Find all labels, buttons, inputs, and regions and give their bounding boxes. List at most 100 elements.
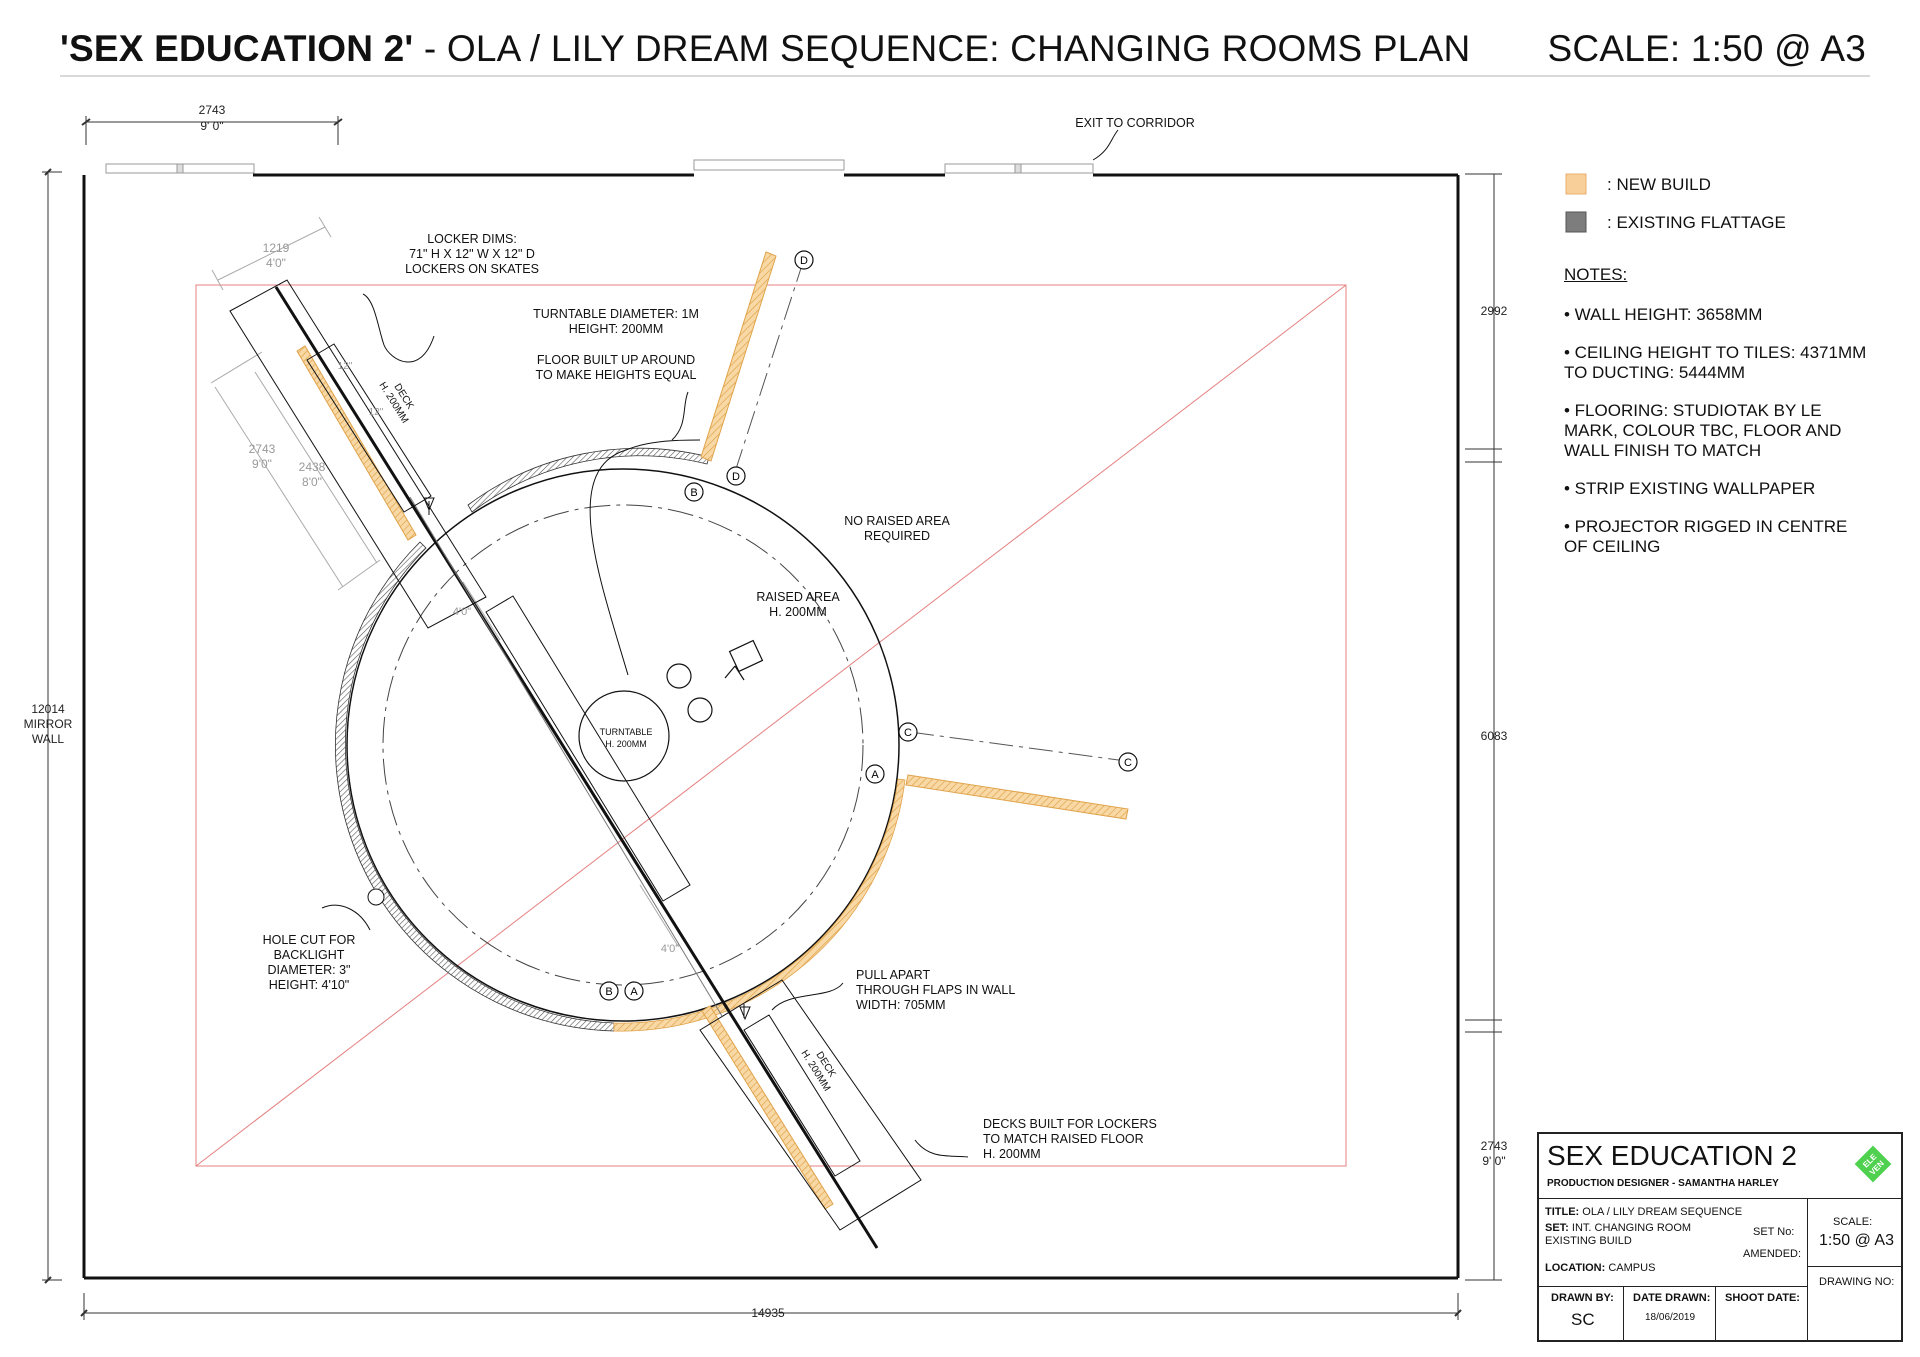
- set-value-2: EXISTING BUILD: [1545, 1235, 1632, 1247]
- turntable-diameter-line-1: TURNTABLE DIAMETER: 1M: [533, 307, 699, 321]
- set-label: SET:: [1545, 1222, 1569, 1234]
- existing-flattage-swatch: [1565, 211, 1587, 233]
- dim-right-bottom-ft: 9' 0": [1482, 1154, 1505, 1168]
- marker-label: A: [630, 986, 638, 998]
- scale-value: 1:50 @ A3: [1819, 1232, 1894, 1249]
- locker-dims-line-1: LOCKER DIMS:: [427, 232, 517, 246]
- new-build-swatch: [1565, 173, 1587, 195]
- dim-locker-width-ft: 4'0": [266, 256, 286, 270]
- dim-top-ft: 9' 0": [200, 119, 223, 133]
- turntable: [578, 690, 670, 782]
- title-value: OLA / LILY DREAM SEQUENCE: [1582, 1206, 1743, 1218]
- legend-existing-flattage: : EXISTING FLATTAGE: [1607, 213, 1786, 232]
- dim-deck-length-mm: 2743: [249, 442, 276, 456]
- dim-wall-gap-a: 4'0": [453, 606, 471, 618]
- decks-built-line-3: H. 200MM: [983, 1147, 1041, 1161]
- amended-label: AMENDED:: [1743, 1248, 1802, 1260]
- section-lines: [734, 261, 1127, 762]
- title-block: SEX EDUCATION 2 PRODUCTION DESIGNER - SA…: [1537, 1132, 1903, 1342]
- turntable-label-1: TURNTABLE: [600, 727, 653, 737]
- section-marker-c-right: C: [1118, 752, 1138, 772]
- pull-apart-line-1: PULL APART: [856, 968, 930, 982]
- dim-left-label-2: WALL: [32, 732, 65, 746]
- locker-dims-line-2: 71" H X 12" W X 12" D: [409, 247, 535, 261]
- shoot-date-label: SHOOT DATE:: [1725, 1292, 1800, 1304]
- dimension-lines: [42, 116, 1502, 1320]
- pull-apart-line-2: THROUGH FLAPS IN WALL: [856, 983, 1015, 997]
- locker-dimension-guides: [210, 216, 679, 947]
- hole-cut-line-1: HOLE CUT FOR: [263, 933, 356, 947]
- note-item: • STRIP EXISTING WALLPAPER: [1564, 479, 1816, 498]
- circular-set: [334, 447, 906, 1032]
- decks-built-line-1: DECKS BUILT FOR LOCKERS: [983, 1117, 1157, 1131]
- hole-cut-line-2: BACKLIGHT: [274, 948, 345, 962]
- no-raised-line-2: REQUIRED: [864, 529, 930, 543]
- scale-label: SCALE:: [1833, 1216, 1873, 1228]
- drawing-scale: SCALE: 1:50 @ A3: [1547, 28, 1866, 69]
- marker-label: C: [904, 727, 912, 739]
- turntable-diameter-line-2: HEIGHT: 200MM: [569, 322, 663, 336]
- note-item: • PROJECTOR RIGGED IN CENTRE OF CEILING: [1564, 517, 1848, 556]
- notes-heading: NOTES:: [1564, 265, 1628, 284]
- section-marker-b-bottom: B: [599, 981, 619, 1001]
- locker-wall: [229, 279, 922, 1249]
- raised-floor-outline: [195, 284, 1347, 1167]
- set-row: SET: INT. CHANGING ROOM: [1545, 1222, 1691, 1234]
- date-drawn-value: 18/06/2019: [1645, 1312, 1696, 1323]
- no-raised-line-1: NO RAISED AREA: [844, 514, 950, 528]
- dim-deck-length-ft: 9'0": [252, 457, 272, 471]
- leader-lines: [321, 129, 1119, 1158]
- drawing-title-rest: - OLA / LILY DREAM SEQUENCE: CHANGING RO…: [413, 28, 1471, 69]
- furniture-props: [666, 639, 764, 723]
- title-label: TITLE:: [1545, 1206, 1580, 1218]
- raised-area-line-1: RAISED AREA: [756, 590, 840, 604]
- turntable-label-2: H. 200MM: [605, 739, 647, 749]
- dim-right-bottom-mm: 2743: [1481, 1139, 1508, 1153]
- marker-label: B: [690, 487, 697, 499]
- production-designer: PRODUCTION DESIGNER - SAMANTHA HARLEY: [1547, 1178, 1779, 1189]
- section-marker-a-right: A: [865, 764, 885, 784]
- title-row: TITLE: OLA / LILY DREAM SEQUENCE: [1545, 1206, 1742, 1218]
- set-value-1: INT. CHANGING ROOM: [1571, 1222, 1692, 1234]
- note-item: • CEILING HEIGHT TO TILES: 4371MM TO DUC…: [1564, 343, 1867, 382]
- location-value: CAMPUS: [1608, 1262, 1656, 1274]
- dim-left-mm: 12014: [31, 702, 65, 716]
- dim-wall-gap-b: 4'0": [661, 943, 679, 955]
- new-build-flats: [296, 251, 1129, 1210]
- project-name: SEX EDUCATION 2: [1547, 1140, 1797, 1171]
- note-item: • FLOORING: STUDIOTAK BY LE MARK, COLOUR…: [1564, 401, 1842, 460]
- marker-label: B: [605, 986, 612, 998]
- backlight-hole: [367, 888, 385, 906]
- room-walls: [82, 159, 1460, 1280]
- exit-label: EXIT TO CORRIDOR: [1075, 116, 1194, 130]
- section-marker-c: C: [898, 722, 918, 742]
- dim-top-mm: 2743: [199, 103, 226, 117]
- section-marker-d-top: D: [794, 250, 814, 270]
- section-marker-a-bottom: A: [624, 981, 644, 1001]
- raised-area-line-2: H. 200MM: [769, 605, 827, 619]
- drawn-by-value: SC: [1571, 1310, 1595, 1329]
- eleven-logo: ELE VEN: [1854, 1145, 1892, 1183]
- drawing-title: 'SEX EDUCATION 2' - OLA / LILY DREAM SEQ…: [60, 28, 1470, 70]
- marker-label: D: [800, 255, 808, 267]
- drawn-by-label: DRAWN BY:: [1551, 1292, 1614, 1304]
- set-no-label: SET No:: [1753, 1226, 1795, 1238]
- drawing-no-label: DRAWING NO:: [1819, 1276, 1895, 1288]
- decks-built-line-2: TO MATCH RAISED FLOOR: [983, 1132, 1144, 1146]
- dim-locker-12-b: 12": [369, 407, 384, 418]
- notes-panel: NOTES: • WALL HEIGHT: 3658MM • CEILING H…: [1564, 265, 1874, 575]
- dim-left-label-1: MIRROR: [24, 717, 73, 731]
- dim-locker-run-mm: 2438: [299, 460, 326, 474]
- floor-built-line-1: FLOOR BUILT UP AROUND: [537, 353, 695, 367]
- location-label: LOCATION:: [1545, 1262, 1606, 1274]
- pull-apart-line-3: WIDTH: 705MM: [856, 998, 946, 1012]
- dimension-ticks: [44, 118, 1462, 1317]
- dim-locker-12-a: 12": [338, 361, 353, 372]
- marker-label: C: [1124, 757, 1132, 769]
- dim-right-mid: 6083: [1481, 729, 1508, 743]
- section-marker-d: D: [726, 466, 746, 486]
- dim-locker-run-ft: 8'0": [302, 475, 322, 489]
- date-drawn-label: DATE DRAWN:: [1633, 1292, 1711, 1304]
